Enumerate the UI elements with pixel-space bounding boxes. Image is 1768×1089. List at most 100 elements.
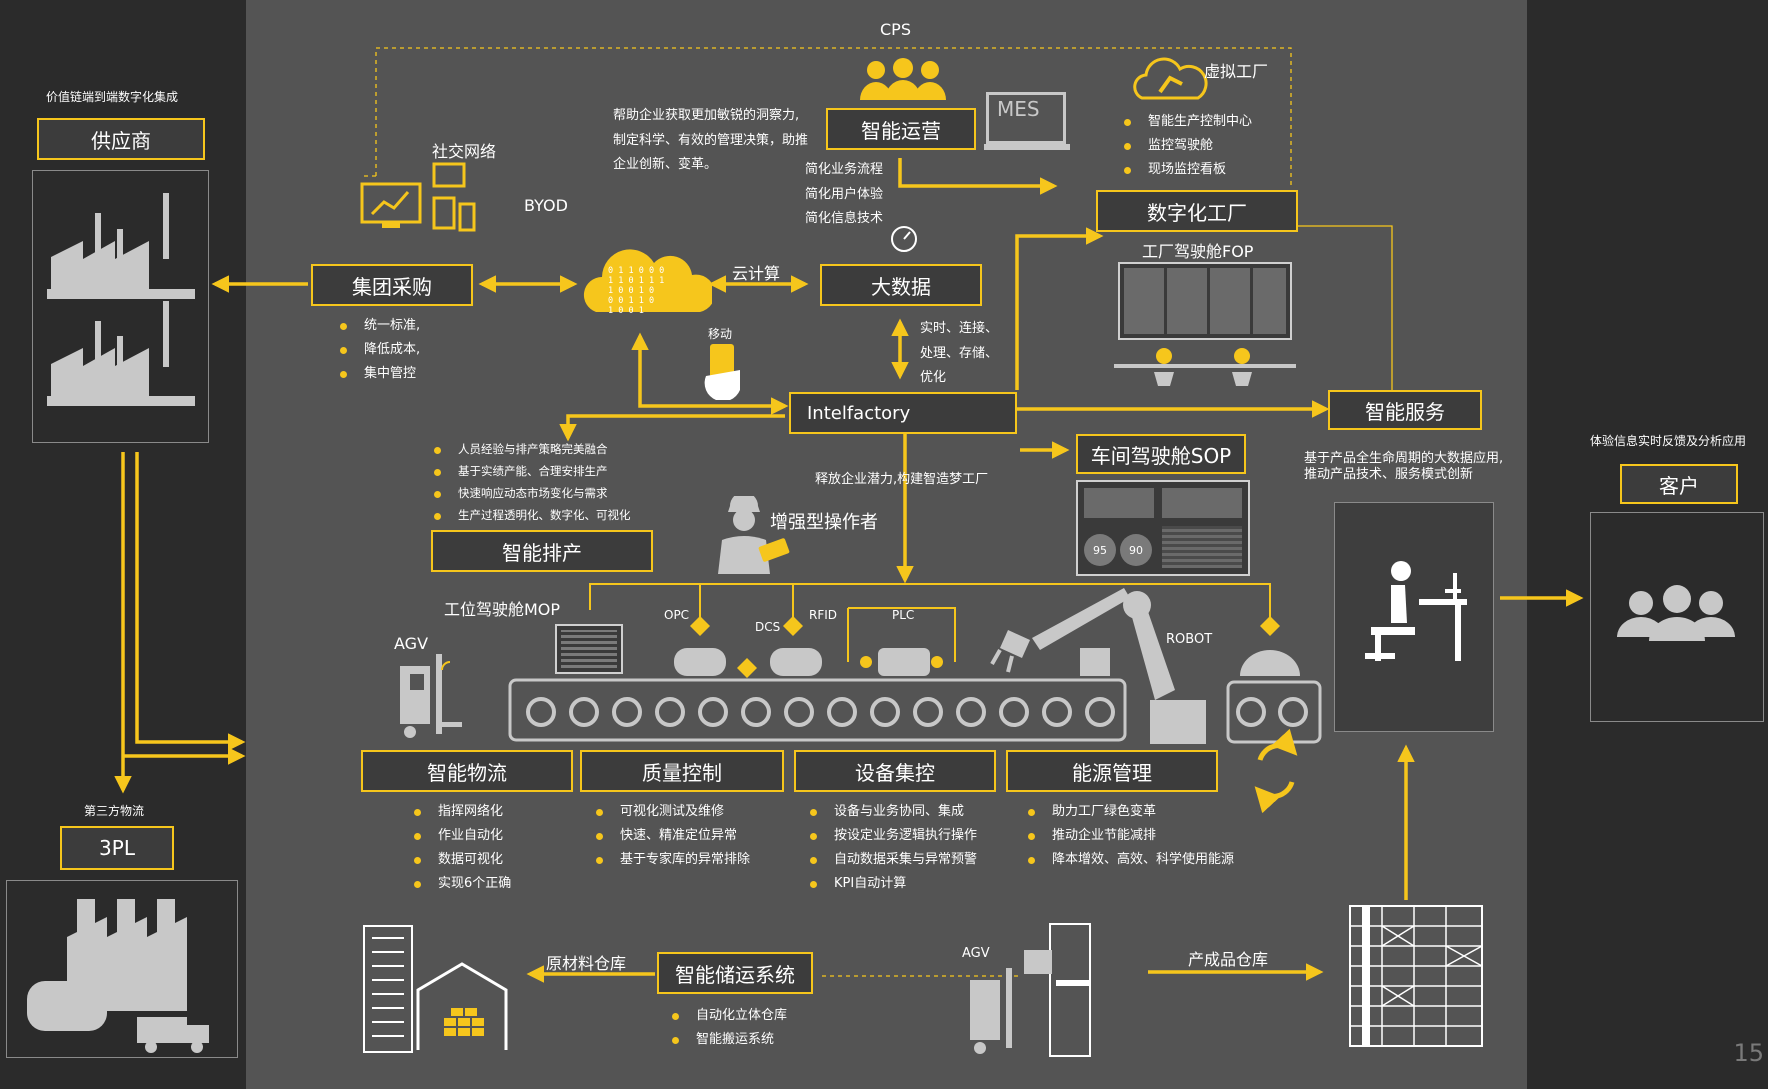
simplify-it: 简化信息技术 [805, 211, 884, 226]
storage-item: 智能搬运系统 [670, 1028, 787, 1052]
virtual-item: 监控驾驶舱 [1122, 134, 1252, 158]
logistics-item: 数据可视化 [412, 848, 511, 872]
customers-icon [1617, 585, 1735, 641]
virtual-item: 智能生产控制中心 [1122, 110, 1252, 134]
supplier-box[interactable]: 供应商 [37, 118, 205, 160]
team-icon [860, 58, 946, 100]
rfid-label: RFID [809, 608, 838, 622]
arrow-ops-right [898, 158, 1058, 195]
big-data-line-2: 处理、存储、 [920, 346, 999, 361]
sop-box[interactable]: 车间驾驶舱SOP [1076, 434, 1246, 474]
gauge-icon [891, 226, 917, 252]
quality-item: 快速、精准定位异常 [594, 824, 750, 848]
group-purchase-box[interactable]: 集团采购 [311, 264, 473, 306]
scheduling-item: 基于实绩产能、合理安排生产 [432, 460, 631, 482]
mobile-label: 移动 [708, 327, 733, 341]
finished-warehouse-label: 产成品仓库 [1188, 950, 1269, 969]
conveyor-belt [508, 648, 1322, 744]
mes-stand [984, 144, 1070, 150]
augmented-operator-icon [718, 496, 790, 574]
quality-item: 基于专家库的异常排除 [594, 848, 750, 872]
smart-service-desc-2: 推动产品技术、服务模式创新 [1304, 467, 1474, 482]
logistics-factory-icon [27, 899, 209, 1053]
quality-control-box[interactable]: 质量控制 [580, 750, 784, 792]
page-number: 15 [1733, 1039, 1764, 1067]
dcs-label: DCS [755, 620, 781, 634]
storage-agv-label: AGV [962, 946, 990, 961]
digital-factory-box[interactable]: 数字化工厂 [1096, 190, 1298, 232]
scheduling-item: 生产过程透明化、数字化、可视化 [432, 504, 631, 526]
opc-label: OPC [664, 608, 690, 622]
scheduling-box[interactable]: 智能排产 [431, 530, 653, 572]
scheduling-item: 快速响应动态市场变化与需求 [432, 482, 631, 504]
mop-label: 工位驾驶舱MOP [444, 600, 561, 619]
robot-arm-icon [990, 588, 1206, 744]
fop-dashboard [1118, 262, 1292, 340]
equipment-control-box[interactable]: 设备集控 [794, 750, 996, 792]
3pl-factory-frame [6, 880, 238, 1058]
quality-item: 可视化测试及维修 [594, 800, 750, 824]
equipment-item: 按设定业务逻辑执行操作 [808, 824, 977, 848]
arrow-intelfactory-scheduling [559, 414, 785, 442]
3pl-box[interactable]: 3PL [60, 826, 174, 870]
right-panel [1527, 0, 1768, 1089]
customer-box[interactable]: 客户 [1620, 464, 1738, 504]
storage-agv-icon [970, 923, 1091, 1057]
scheduling-item: 人员经验与排产策略完美融合 [432, 438, 631, 460]
mes-label: MES [997, 97, 1040, 121]
intelfactory-box[interactable]: Intelfactory [789, 392, 1017, 434]
equipment-list: 设备与业务协同、集成 按设定业务逻辑执行操作 自动数据采集与异常预警 KPI自动… [808, 800, 977, 896]
customer-frame [1590, 512, 1764, 722]
logistics-item: 作业自动化 [412, 824, 511, 848]
device-bracket [589, 583, 1271, 662]
raw-warehouse-icon [363, 925, 508, 1053]
logistics-item: 指挥网络化 [412, 800, 511, 824]
mobile-phone-icon [704, 344, 740, 400]
purchase-item: 统一标准, [338, 314, 420, 338]
smart-service-desc-1: 基于产品全生命周期的大数据应用, [1304, 451, 1504, 466]
smart-storage-box[interactable]: 智能储运系统 [657, 952, 813, 994]
simplify-ux: 简化用户体验 [805, 187, 884, 202]
feedback-title: 体验信息实时反馈及分析应用 [1590, 434, 1747, 448]
smart-ops-desc-1: 帮助企业获取更加敏锐的洞察力, [613, 108, 800, 123]
simplify-process: 简化业务流程 [805, 162, 884, 177]
supplier-factory-frame [32, 170, 209, 443]
group-purchase-list: 统一标准, 降低成本, 集中管控 [338, 314, 420, 386]
cloud-label: 云计算 [732, 264, 781, 283]
virtual-item: 现场监控看板 [1122, 158, 1252, 182]
augmented-operator-label: 增强型操作者 [770, 512, 878, 533]
cloud-binary: 0 1 1 0 0 0 1 1 0 1 1 1 1 0 0 1 0 0 0 1 … [608, 266, 665, 316]
recycle-icon [1254, 728, 1298, 814]
desk-worker-icon [1365, 561, 1467, 661]
smart-ops-box[interactable]: 智能运营 [826, 108, 976, 150]
purchase-item: 集中管控 [338, 362, 420, 386]
cloud-robot-icon [1133, 57, 1208, 100]
storage-list: 自动化立体仓库 智能搬运系统 [670, 1004, 787, 1052]
storage-item: 自动化立体仓库 [670, 1004, 787, 1028]
social-devices-icon [360, 162, 476, 232]
purchase-item: 降低成本, [338, 338, 420, 362]
mes-monitor: MES [986, 92, 1066, 144]
big-data-line-3: 优化 [920, 370, 947, 385]
cloud-shape [583, 249, 712, 312]
social-network-label: 社交网络 [432, 142, 497, 161]
robot-label: ROBOT [1166, 632, 1213, 647]
fop-label: 工厂驾驶舱FOP [1142, 242, 1254, 261]
byod-label: BYOD [524, 196, 568, 215]
virtual-factory-label: 虚拟工厂 [1204, 62, 1269, 81]
arrow-supplier-factory-1 [135, 452, 246, 751]
energy-management-box[interactable]: 能源管理 [1006, 750, 1218, 792]
virtual-factory-list: 智能生产控制中心 监控驾驶舱 现场监控看板 [1122, 110, 1252, 182]
smart-service-box[interactable]: 智能服务 [1328, 390, 1482, 430]
arrow-intelfactory-digital [1015, 227, 1104, 390]
sop-gauge-1: 95 [1084, 534, 1116, 566]
finished-warehouse-icon [1349, 905, 1483, 1047]
service-operator-frame [1334, 502, 1494, 732]
third-party-label: 第三方物流 [84, 804, 145, 818]
equipment-item: KPI自动计算 [808, 872, 977, 896]
cps-dashed-frame [360, 47, 1292, 977]
factory-icon [47, 193, 195, 406]
big-data-box[interactable]: 大数据 [820, 264, 982, 306]
smart-logistics-box[interactable]: 智能物流 [361, 750, 573, 792]
